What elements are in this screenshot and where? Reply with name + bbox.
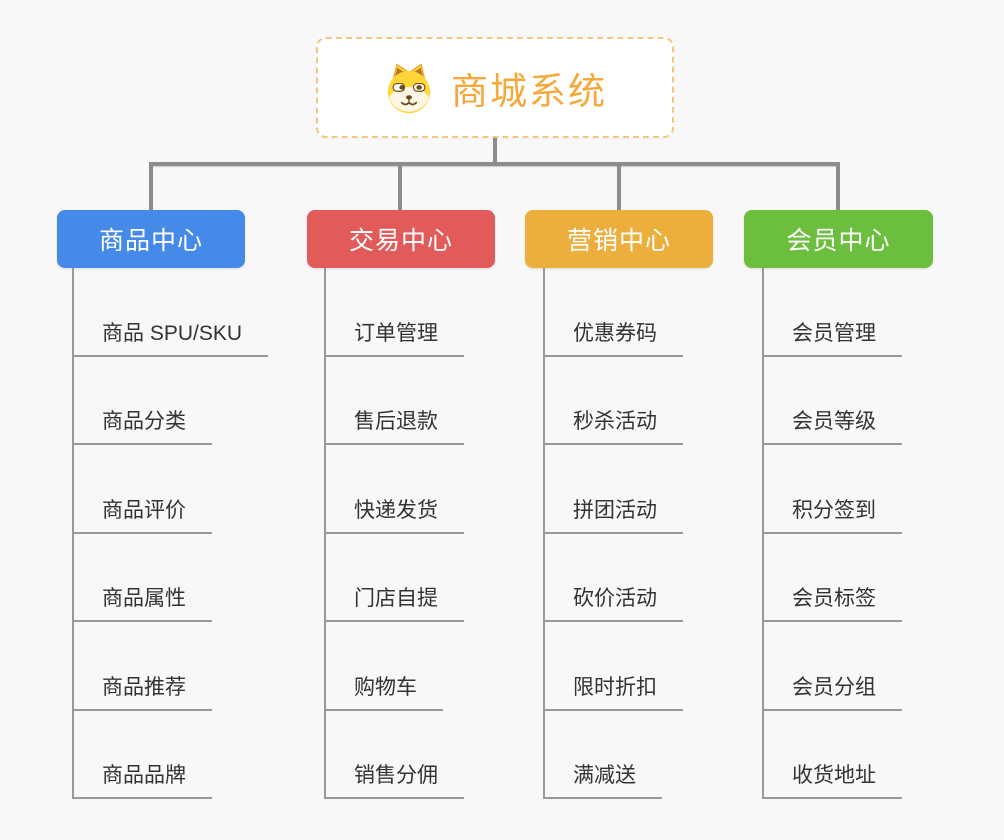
branch-node-trade-center[interactable]: 交易中心 (307, 210, 495, 268)
leaf-node[interactable]: 商品属性 (72, 582, 212, 622)
leaf-node[interactable]: 会员管理 (762, 317, 902, 357)
shiba-dog-icon (387, 63, 431, 113)
branch-stem-line (762, 268, 764, 799)
branch-stem-line (324, 268, 326, 799)
leaf-node[interactable]: 快递发货 (324, 494, 464, 534)
leaf-node[interactable]: 商品评价 (72, 494, 212, 534)
leaf-node[interactable]: 限时折扣 (543, 671, 683, 711)
branch-node-member-center[interactable]: 会员中心 (744, 210, 933, 268)
branch-stem-line (543, 268, 545, 799)
branch-node-marketing-center[interactable]: 营销中心 (525, 210, 713, 268)
branch-drop-line (398, 164, 402, 210)
leaf-node[interactable]: 商品推荐 (72, 671, 212, 711)
branch-items-trade-center: 订单管理 售后退款 快递发货 门店自提 购物车 销售分佣 (324, 268, 464, 799)
leaf-node[interactable]: 会员标签 (762, 582, 902, 622)
leaf-node[interactable]: 拼团活动 (543, 494, 683, 534)
branch-drop-line (617, 164, 621, 210)
leaf-node[interactable]: 商品 SPU/SKU (72, 317, 269, 357)
leaf-node[interactable]: 商品品牌 (72, 759, 212, 799)
leaf-node[interactable]: 砍价活动 (543, 582, 683, 622)
root-title: 商城系统 (451, 70, 607, 112)
leaf-node[interactable]: 商品分类 (72, 405, 212, 445)
branch-stem-line (72, 268, 74, 799)
branch-label: 营销中心 (566, 227, 671, 255)
leaf-node[interactable]: 优惠券码 (543, 317, 683, 357)
leaf-node[interactable]: 会员等级 (762, 405, 902, 445)
branch-node-product-center[interactable]: 商品中心 (57, 210, 245, 268)
branch-items-member-center: 会员管理 会员等级 积分签到 会员标签 会员分组 收货地址 (762, 268, 902, 799)
leaf-node[interactable]: 秒杀活动 (543, 405, 683, 445)
leaf-node[interactable]: 门店自提 (324, 582, 464, 622)
leaf-node[interactable]: 收货地址 (762, 759, 902, 799)
root-connector-line (493, 138, 497, 164)
branch-label: 交易中心 (348, 227, 453, 255)
branch-label: 会员中心 (786, 227, 891, 255)
leaf-node[interactable]: 订单管理 (324, 317, 464, 357)
root-node[interactable]: 商城系统 (316, 37, 674, 138)
branch-items-product-center: 商品 SPU/SKU 商品分类 商品评价 商品属性 商品推荐 商品品牌 (72, 268, 269, 799)
leaf-node[interactable]: 购物车 (324, 671, 443, 711)
branch-label: 商品中心 (98, 227, 203, 255)
leaf-node[interactable]: 满减送 (543, 759, 662, 799)
branch-drop-line (149, 164, 153, 210)
leaf-node[interactable]: 积分签到 (762, 494, 902, 534)
branch-items-marketing-center: 优惠券码 秒杀活动 拼团活动 砍价活动 限时折扣 满减送 (543, 268, 683, 799)
leaf-node[interactable]: 销售分佣 (324, 759, 464, 799)
leaf-node[interactable]: 售后退款 (324, 405, 464, 445)
leaf-node[interactable]: 会员分组 (762, 671, 902, 711)
branch-drop-line (836, 164, 840, 210)
branch-rail-line (149, 162, 840, 166)
